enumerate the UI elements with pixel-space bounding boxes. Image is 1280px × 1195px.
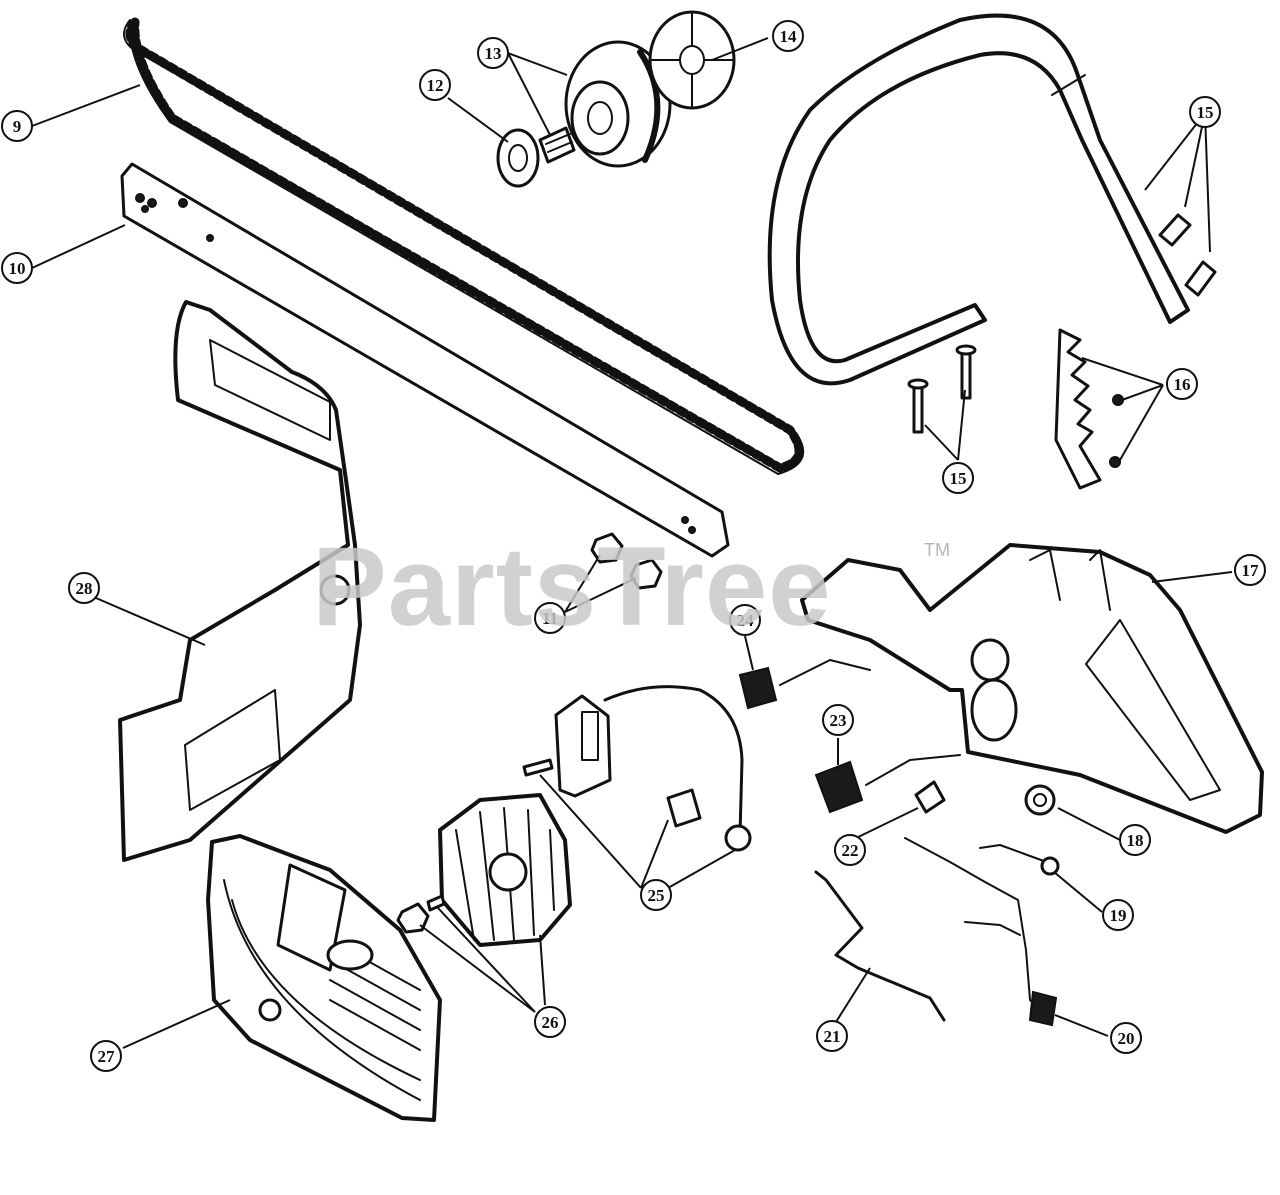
starter-housing	[206, 834, 442, 1122]
leader-lines	[31, 37, 1233, 1049]
fuel-filter	[914, 780, 946, 814]
callout-10: 10	[1, 252, 33, 284]
fuel-line	[814, 870, 946, 1022]
handle-bolt	[907, 213, 1217, 434]
svg-text:17: 17	[1242, 561, 1260, 580]
bumper-spike	[1054, 328, 1124, 490]
svg-text:15: 15	[950, 469, 967, 488]
callout-28: 28	[68, 572, 100, 604]
svg-text:23: 23	[830, 711, 847, 730]
callout-26: 26	[534, 1006, 566, 1038]
saw-chain	[123, 17, 805, 475]
svg-text:21: 21	[824, 1027, 841, 1046]
bar-nut	[590, 532, 663, 590]
callout-15-top: 15	[1189, 96, 1221, 128]
flywheel	[396, 793, 572, 947]
svg-text:15: 15	[1197, 103, 1214, 122]
svg-text:13: 13	[485, 44, 502, 63]
callout-24: 24	[729, 604, 761, 636]
sprocket-cover	[118, 300, 362, 862]
svg-text:9: 9	[13, 117, 22, 136]
stop-switch-wire	[979, 844, 1060, 876]
svg-text:27: 27	[98, 1047, 116, 1066]
svg-text:11: 11	[542, 609, 558, 628]
guide-bar	[120, 162, 730, 558]
callout-16: 16	[1166, 368, 1198, 400]
needle-bearing	[538, 126, 576, 164]
wire-harness	[904, 837, 1058, 1027]
callout-19: 19	[1102, 899, 1134, 931]
callout-20: 20	[1110, 1022, 1142, 1054]
svg-text:25: 25	[648, 886, 665, 905]
callout-21: 21	[816, 1020, 848, 1052]
callout-22: 22	[834, 834, 866, 866]
svg-text:24: 24	[737, 611, 755, 630]
primer-bulb	[1024, 784, 1056, 816]
callout-17: 17	[1234, 554, 1266, 586]
callout-11: 11	[534, 602, 566, 634]
svg-text:28: 28	[76, 579, 93, 598]
svg-text:19: 19	[1110, 906, 1127, 925]
svg-text:20: 20	[1118, 1029, 1135, 1048]
callout-18: 18	[1119, 824, 1151, 856]
ignition-module	[522, 685, 752, 852]
svg-text:26: 26	[542, 1013, 559, 1032]
callout-13: 13	[477, 37, 509, 69]
clutch-drum	[564, 40, 672, 168]
engine-housing	[800, 543, 1264, 834]
callout-9: 9	[1, 110, 33, 142]
sprocket-washer	[496, 128, 540, 188]
fuel-cap	[814, 754, 961, 814]
front-handle	[767, 13, 1190, 386]
callout-12: 12	[419, 69, 451, 101]
callout-15-bottom: 15	[942, 462, 974, 494]
svg-text:22: 22	[842, 841, 859, 860]
svg-text:16: 16	[1174, 375, 1191, 394]
svg-text:14: 14	[780, 27, 798, 46]
svg-text:10: 10	[9, 259, 26, 278]
callout-27: 27	[90, 1040, 122, 1072]
callout-25: 25	[640, 879, 672, 911]
callout-23: 23	[822, 704, 854, 736]
svg-text:18: 18	[1127, 831, 1144, 850]
oil-cap	[738, 659, 871, 710]
callout-14: 14	[772, 20, 804, 52]
svg-text:12: 12	[427, 76, 444, 95]
clutch	[648, 10, 736, 110]
